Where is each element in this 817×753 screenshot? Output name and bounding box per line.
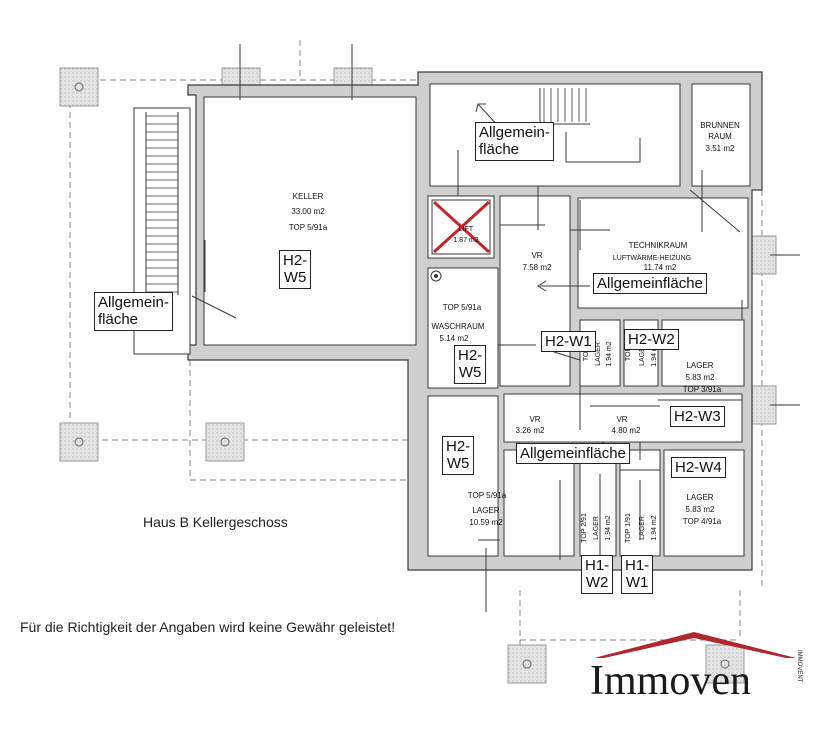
brunnen-line1: BRUNNEN <box>700 121 740 130</box>
lagerh2-top: TOP 2/91 <box>581 513 588 543</box>
lagerh1-top: TOP 1/91 <box>625 513 632 543</box>
lager31-top: TOP 3/91a <box>683 385 722 394</box>
label-h1-w2: H1-W2 <box>581 555 614 594</box>
lagerw2-top: TOP <box>625 347 632 362</box>
lagerw1-name: LAGER <box>595 342 602 366</box>
logo-vertical-text: IMMOVENT <box>796 650 802 683</box>
label-h2-w1: H2-W1 <box>541 331 596 353</box>
columns <box>59 67 777 684</box>
label-allgemeinflaeche-top: Allgemein-fläche <box>475 122 554 161</box>
lagerbig-area: 10.59 m2 <box>469 518 503 527</box>
vr-small1-area: 3.26 m2 <box>516 426 545 435</box>
lager31-area: 5.83 m2 <box>686 373 715 382</box>
technik-sub: LUFTWÄRME-HEIZUNG <box>613 254 691 262</box>
lagerw2-name: LAGER <box>639 342 646 366</box>
wasch-top: TOP 5/91a <box>443 303 482 312</box>
label-h2-w4: H2-W4 <box>671 457 726 479</box>
wasch-area: 5.14 m2 <box>440 334 469 343</box>
immoven-logo: Immoven IMMOVENT <box>586 630 804 704</box>
lagerh2-name: LAGER <box>593 516 600 540</box>
vr-small2-area: 4.80 m2 <box>612 426 641 435</box>
brunnen-area: 3.51 m2 <box>706 144 735 153</box>
label-h2-w5-wasch: H2-W5 <box>454 345 487 384</box>
label-h1-w1: H1-W1 <box>621 555 654 594</box>
lagerh1-name: LAGER <box>639 516 646 540</box>
lager41-area: 5.83 m2 <box>686 505 715 514</box>
lager31-name: LAGER <box>686 361 713 370</box>
label-allgemeinflaeche-right: Allgemeinfläche <box>593 273 707 295</box>
technik-area: 11.74 m2 <box>644 263 677 272</box>
vr-small2-name: VR <box>616 415 627 424</box>
vr-main-name: VR <box>531 251 542 260</box>
vr-small1-name: VR <box>529 415 540 424</box>
lagerw1-area: 1.94 m2 <box>606 341 613 366</box>
lagerbig-name: LAGER <box>472 506 499 515</box>
lagerh2-area: 1.94 m2 <box>605 515 612 540</box>
lagerw2-area: 1.94 m2 <box>651 341 658 366</box>
keller-area: 33.00 m2 <box>291 207 325 216</box>
label-h2-w5-lager: H2-W5 <box>442 436 475 475</box>
label-h2-w5-keller: H2-W5 <box>279 250 312 289</box>
lagerh1-area: 1.94 m2 <box>651 515 658 540</box>
label-allgemeinflaeche-mid: Allgemeinfläche <box>516 443 630 465</box>
lagerw1-top: TOP <box>583 347 590 362</box>
label-h2-w2: H2-W2 <box>624 329 679 351</box>
label-allgemeinflaeche-left: Allgemein-fläche <box>94 292 173 331</box>
technik-name: TECHNIKRAUM <box>629 241 688 250</box>
keller-name: KELLER <box>293 192 324 201</box>
logo-text: Immoven <box>590 658 751 702</box>
lift-cross <box>431 199 491 255</box>
brunnen-line2: RAUM <box>708 132 732 141</box>
vr-main-area: 7.58 m2 <box>523 263 552 272</box>
lagerbig-top: TOP 5/91a <box>468 491 507 500</box>
roof-shape <box>594 632 796 658</box>
lift-name: LIFT <box>459 226 474 233</box>
lager41-name: LAGER <box>686 493 713 502</box>
keller-top: TOP 5/91a <box>289 223 328 232</box>
wasch-name: WASCHRAUM <box>431 322 484 331</box>
label-h2-w3: H2-W3 <box>670 406 725 428</box>
disclaimer: Für die Richtigkeit der Angaben wird kei… <box>20 619 396 635</box>
lift-area: 1.87 m2 <box>453 237 478 244</box>
caption: Haus B Kellergeschoss <box>143 514 288 530</box>
lager41-top: TOP 4/91a <box>683 517 722 526</box>
